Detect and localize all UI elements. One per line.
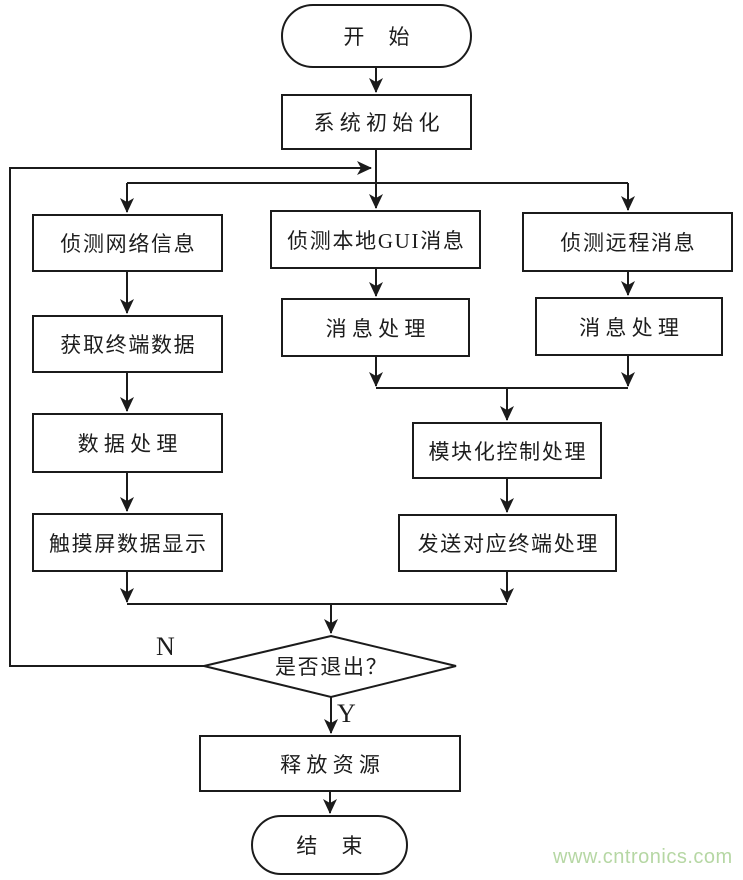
node-remote-msg-processing: 消息处理 bbox=[535, 297, 723, 356]
node-detect-remote-msg: 侦测远程消息 bbox=[522, 212, 733, 272]
node-detect-local-gui-msg: 侦测本地GUI消息 bbox=[270, 210, 481, 269]
decision-diamond bbox=[203, 634, 457, 699]
node-start: 开 始 bbox=[281, 4, 472, 68]
node-data-processing: 数据处理 bbox=[32, 413, 223, 473]
node-release-resources: 释放资源 bbox=[199, 735, 461, 792]
node-detect-network-info: 侦测网络信息 bbox=[32, 214, 223, 272]
node-modular-control-processing: 模块化控制处理 bbox=[412, 422, 602, 479]
node-end: 结 束 bbox=[251, 815, 408, 875]
node-send-to-terminal-processing: 发送对应终端处理 bbox=[398, 514, 617, 572]
flow-arrows bbox=[9, 68, 635, 814]
watermark-text: www.cntronics.com bbox=[553, 846, 733, 868]
node-get-terminal-data: 获取终端数据 bbox=[32, 315, 223, 373]
node-exit-decision-label: 是否退出？ bbox=[274, 655, 389, 679]
node-touchscreen-data-display: 触摸屏数据显示 bbox=[32, 513, 223, 572]
node-system-init: 系统初始化 bbox=[281, 94, 472, 150]
node-local-msg-processing: 消息处理 bbox=[281, 298, 470, 357]
branch-label-yes: Y bbox=[337, 699, 356, 728]
branch-label-no: N bbox=[156, 632, 175, 661]
